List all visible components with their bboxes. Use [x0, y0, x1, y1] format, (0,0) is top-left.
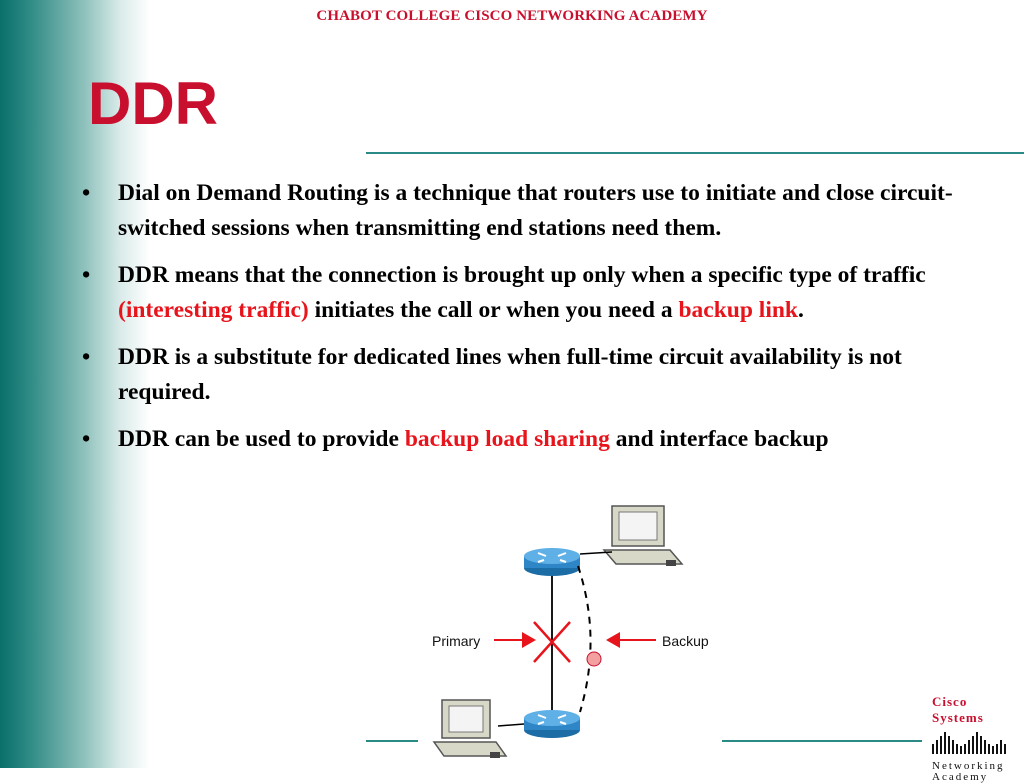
- bullet-item: • Dial on Demand Routing is a technique t…: [76, 176, 996, 246]
- header-academy: CHABOT COLLEGE CISCO NETWORKING ACADEMY: [316, 8, 708, 24]
- bullet-marker: •: [82, 180, 91, 206]
- bullet-list: • Dial on Demand Routing is a technique t…: [76, 176, 996, 469]
- bullet-item: • DDR means that the connection is brough…: [76, 258, 996, 328]
- title-divider: [366, 152, 1024, 154]
- highlighted-text: backup load sharing: [404, 426, 610, 452]
- logo-academy: Academy: [932, 771, 989, 783]
- page-title: DDR: [88, 70, 218, 137]
- cisco-networking-academy-logo: Cisco Systems Networking Academy: [928, 694, 1020, 783]
- computer-icon: [432, 699, 508, 758]
- highlighted-text: (interesting traffic): [118, 297, 309, 323]
- footer-divider-left: [366, 740, 418, 742]
- primary-label: Primary: [432, 633, 481, 649]
- cisco-bridge-icon: [932, 732, 1006, 754]
- bullet-text: and interface backup: [609, 426, 829, 452]
- computer-icon: [602, 505, 684, 566]
- router-icon: [524, 548, 580, 576]
- highlighted-text: backup link: [678, 297, 798, 323]
- bullet-text: .: [798, 297, 804, 323]
- backup-label: Backup: [662, 633, 709, 649]
- logo-brand: Cisco Systems: [932, 694, 984, 725]
- ddr-diagram: [432, 505, 684, 758]
- bullet-text: DDR is a substitute for dedicated lines …: [118, 344, 902, 405]
- bullet-marker: •: [82, 426, 91, 452]
- bullet-text: DDR can be used to provide: [118, 426, 405, 452]
- bullet-text: DDR means that the connection is brought…: [118, 262, 926, 288]
- bullet-item: • DDR is a substitute for dedicated lines…: [76, 340, 996, 410]
- logo-networking: Networking: [932, 760, 1005, 772]
- bullet-marker: •: [82, 344, 91, 370]
- footer-divider-right: [722, 740, 922, 742]
- bullet-marker: •: [82, 262, 91, 288]
- bullet-text: Dial on Demand Routing is a technique th…: [118, 180, 953, 241]
- bullet-item: • DDR can be used to provide backup load …: [76, 422, 996, 457]
- side-gradient-bar: [0, 0, 150, 768]
- dial-backup-link-icon: [577, 565, 602, 713]
- failed-link-x-icon: [533, 621, 571, 663]
- bullet-text: initiates the call or when you need a: [308, 297, 679, 323]
- router-icon: [524, 710, 580, 738]
